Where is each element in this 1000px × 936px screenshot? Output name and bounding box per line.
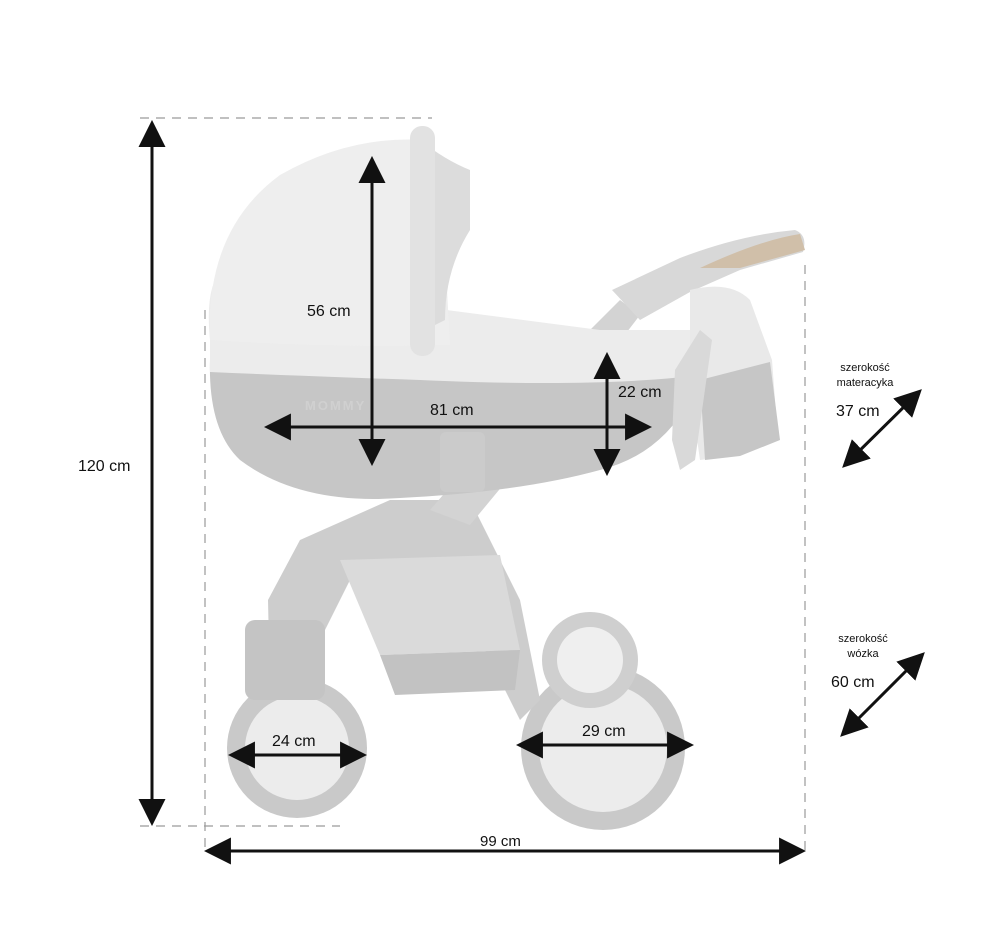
dimension-arrows (138, 119, 925, 865)
front-wheel-label: 24 cm (272, 733, 316, 750)
arrow-mattress-width (842, 389, 922, 468)
stroller-width-line1: szerokość (838, 633, 888, 645)
total-height-label: 120 cm (78, 458, 131, 475)
arrow-stroller-width (840, 652, 925, 737)
stroller-image (208, 126, 805, 830)
mattress-width-line1: szerokość (840, 362, 890, 374)
stroller-width-caption: szerokość wózka (818, 632, 908, 662)
carrycot-length-label: 81 cm (430, 402, 474, 419)
mattress-width-caption: szerokość materacyka (820, 361, 910, 391)
total-length-label: 99 cm (480, 833, 521, 850)
basket-depth-label: 22 cm (618, 384, 662, 401)
mattress-width-line2: materacyka (836, 376, 894, 389)
mattress-width-value: 37 cm (836, 403, 880, 420)
rear-wheel-label: 29 cm (582, 723, 626, 740)
brand-logo: MOMMY (305, 398, 366, 413)
stroller-width-value: 60 cm (831, 674, 875, 691)
dashed-guides (140, 117, 806, 850)
stroller-width-line2: wózka (847, 647, 879, 660)
canopy-height-label: 56 cm (307, 303, 351, 320)
